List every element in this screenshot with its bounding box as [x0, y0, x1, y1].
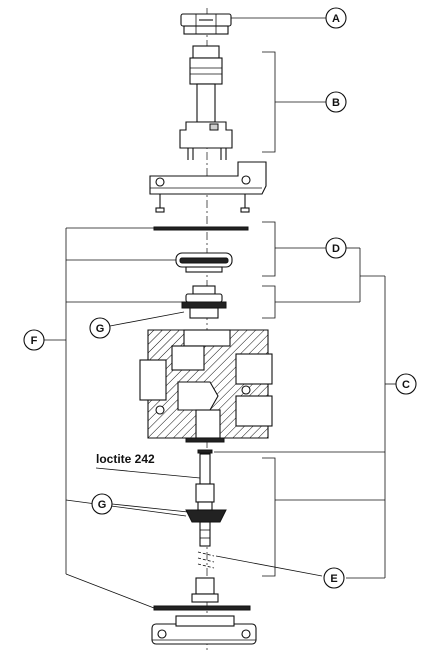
svg-text:B: B — [332, 97, 340, 109]
callout-c: C — [395, 373, 417, 395]
callout-g-lower: G — [91, 493, 113, 515]
svg-text:A: A — [332, 13, 340, 25]
bottom-gasket — [153, 605, 251, 611]
loctite-note: loctite 242 — [96, 452, 155, 466]
lower-stem — [185, 453, 227, 547]
callout-b: B — [325, 91, 347, 113]
callout-e: E — [323, 567, 345, 589]
flange-plate — [149, 161, 267, 213]
svg-text:F: F — [31, 335, 38, 347]
upper-poppet — [181, 285, 227, 319]
callout-g-upper: G — [89, 317, 111, 339]
spring-e — [197, 551, 215, 569]
lower-washer — [197, 449, 213, 454]
svg-text:D: D — [332, 243, 340, 255]
part-a-cap — [180, 13, 232, 35]
leader-lines — [44, 17, 396, 609]
svg-text:G: G — [96, 323, 105, 335]
lower-guide — [191, 577, 219, 603]
part-b-operator — [179, 45, 233, 160]
svg-text:E: E — [330, 573, 337, 585]
diaphragm-seal — [175, 252, 233, 273]
bottom-end-cap — [151, 615, 257, 645]
callout-d: D — [325, 237, 347, 259]
svg-text:G: G — [98, 499, 107, 511]
callout-a: A — [325, 7, 347, 29]
svg-text:C: C — [402, 379, 410, 391]
gasket-ring — [153, 226, 249, 231]
valve-body — [139, 329, 273, 443]
callout-f: F — [23, 329, 45, 351]
